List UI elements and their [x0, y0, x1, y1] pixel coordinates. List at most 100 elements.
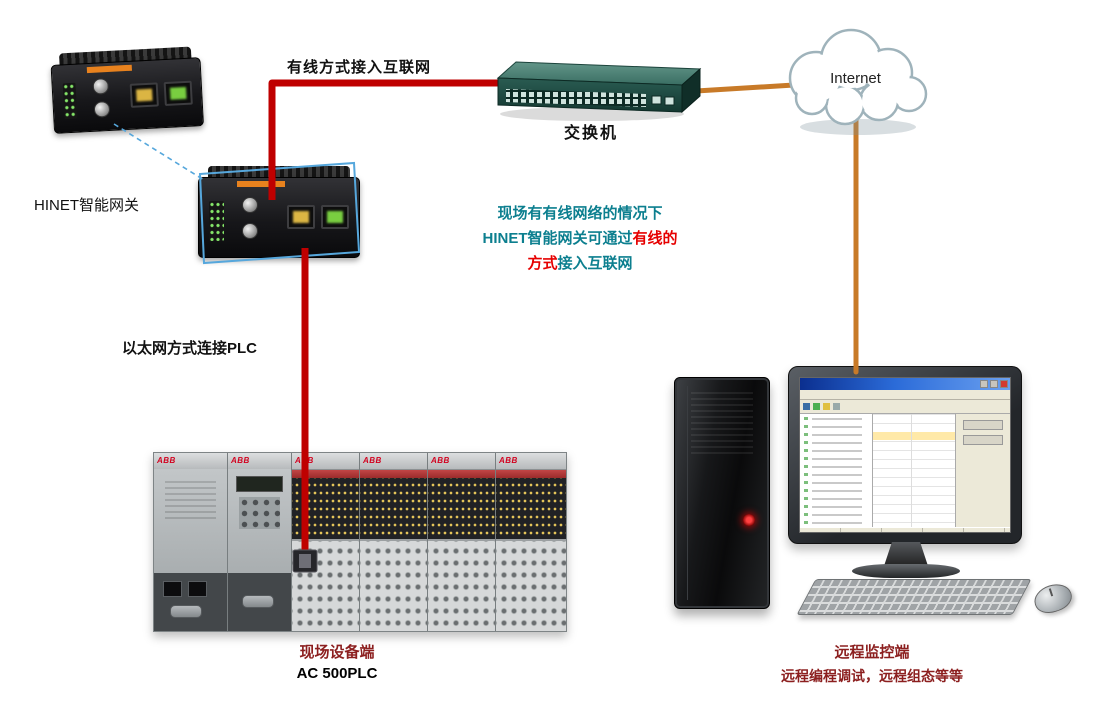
- gateway-brand-stripe: [236, 181, 286, 187]
- module-io-zone: [154, 573, 227, 631]
- module-header: ABB: [292, 453, 359, 470]
- hinet-gateway-device-zoomed: [198, 166, 360, 258]
- terminal-block: [292, 539, 359, 631]
- monitor-screen: [799, 377, 1011, 533]
- switch-port-rows: [506, 89, 646, 107]
- window-buttons: [980, 380, 1008, 388]
- module-io-zone: [228, 573, 291, 631]
- antenna-connector-icon: [241, 197, 258, 214]
- app-statusbar: [800, 527, 1010, 532]
- toolbar-icon: [803, 403, 810, 410]
- module-body: [228, 469, 291, 573]
- plc-io-module: ABB: [292, 453, 360, 631]
- module-led-panel: [428, 478, 495, 541]
- field-side-caption: 现场设备端 AC 500PLC: [227, 641, 447, 682]
- grid-divider: [910, 414, 912, 527]
- app-project-tree: [800, 414, 873, 527]
- gateway-led-column: [62, 83, 78, 119]
- close-icon: [1000, 380, 1008, 388]
- tower-panel-seam: [687, 386, 688, 600]
- hinet-gateway-device: [50, 46, 204, 134]
- app-toolbar: [800, 400, 1010, 414]
- plc-comm-module: ABB: [154, 453, 228, 631]
- module-red-stripe: [496, 470, 566, 478]
- abb-logo: ABB: [157, 456, 176, 465]
- module-vents: [164, 481, 217, 521]
- monitor-stand: [884, 542, 928, 566]
- minimize-icon: [980, 380, 988, 388]
- plc-io-module: ABB: [360, 453, 428, 631]
- remote-side-subtitle: 远程编程调试，远程组态等等: [781, 668, 963, 684]
- field-side-title: 现场设备端: [299, 644, 375, 661]
- abb-logo: ABB: [295, 456, 314, 465]
- callout-dashed-line: [113, 123, 205, 181]
- toolbar-icon: [813, 403, 820, 410]
- computer-tower: [674, 377, 770, 609]
- module-header: ABB: [496, 453, 566, 470]
- switch-label: 交换机: [563, 125, 618, 142]
- module-red-stripe: [360, 470, 427, 478]
- module-header: ABB: [154, 453, 227, 470]
- app-property-grid: [873, 414, 955, 527]
- antenna-connector-icon: [241, 223, 258, 240]
- gateway-label: HINET智能网关: [34, 197, 140, 214]
- plc-io-module: ABB: [428, 453, 496, 631]
- toolbar-icon: [833, 403, 840, 410]
- cpu-display: [236, 476, 283, 492]
- note-line-2: HINET智能网关可通过有线的: [482, 230, 678, 247]
- dialog-button: [963, 420, 1003, 430]
- abb-logo: ABB: [499, 456, 518, 465]
- serial-port-icon: [242, 595, 274, 608]
- monitor-base: [852, 564, 960, 578]
- terminal-block: [428, 539, 495, 631]
- module-led-panel: [292, 478, 359, 541]
- gateway-lan-ports: [129, 80, 193, 108]
- dialog-button: [963, 435, 1003, 445]
- ethernet-port-icon: [163, 581, 182, 597]
- remote-side-title: 远程监控端: [834, 644, 910, 661]
- switch-to-internet-cable: [677, 82, 797, 95]
- plc-io-module: ABB: [496, 453, 566, 631]
- switch-device: [496, 61, 702, 114]
- terminal-block: [360, 539, 427, 631]
- app-titlebar: [800, 378, 1010, 390]
- module-header: ABB: [228, 453, 291, 470]
- wired-connection-label: 有线方式接入互联网: [287, 59, 432, 76]
- module-header: ABB: [360, 453, 427, 470]
- uplink-port-icon: [664, 96, 675, 106]
- ac500-plc-device: ABB ABB ABB: [153, 452, 567, 632]
- ethernet-connection-label: 以太网方式连接PLC: [122, 340, 258, 357]
- remote-side-caption: 远程监控端 远程编程调试，远程组态等等: [737, 641, 1007, 686]
- power-button-icon: [743, 514, 755, 526]
- module-led-panel: [496, 478, 566, 541]
- toolbar-icon: [823, 403, 830, 410]
- gateway-lan-ports: [286, 204, 349, 229]
- serial-port-icon: [170, 605, 202, 618]
- app-workspace: [800, 414, 1010, 527]
- lan-port-icon: [286, 204, 315, 229]
- mouse: [1030, 579, 1076, 618]
- tower-vents: [691, 392, 753, 456]
- plc-cpu-module: ABB: [228, 453, 292, 631]
- abb-logo: ABB: [363, 456, 382, 465]
- lan-port-icon: [129, 82, 159, 108]
- lan-port-icon: [320, 204, 349, 229]
- module-red-stripe: [292, 470, 359, 478]
- note-text: 现场有有线网络的情况下 HINET智能网关可通过有线的 方式接入互联网: [415, 201, 745, 276]
- terminal-block: [496, 539, 566, 631]
- module-header: ABB: [428, 453, 495, 470]
- app-side-panel: [955, 414, 1010, 527]
- antenna-connector-icon: [93, 100, 110, 118]
- cpu-keypad: [238, 497, 281, 529]
- module-led-panel: [360, 478, 427, 541]
- gateway-led-column: [209, 200, 224, 242]
- internet-label: Internet: [830, 70, 881, 87]
- module-body: [154, 469, 227, 573]
- app-menubar: [800, 390, 1010, 400]
- note-line-1: 现场有有线网络的情况下: [497, 205, 663, 222]
- maximize-icon: [990, 380, 998, 388]
- keyboard: [796, 579, 1032, 615]
- abb-logo: ABB: [431, 456, 450, 465]
- note-line-3: 方式接入互联网: [527, 255, 633, 272]
